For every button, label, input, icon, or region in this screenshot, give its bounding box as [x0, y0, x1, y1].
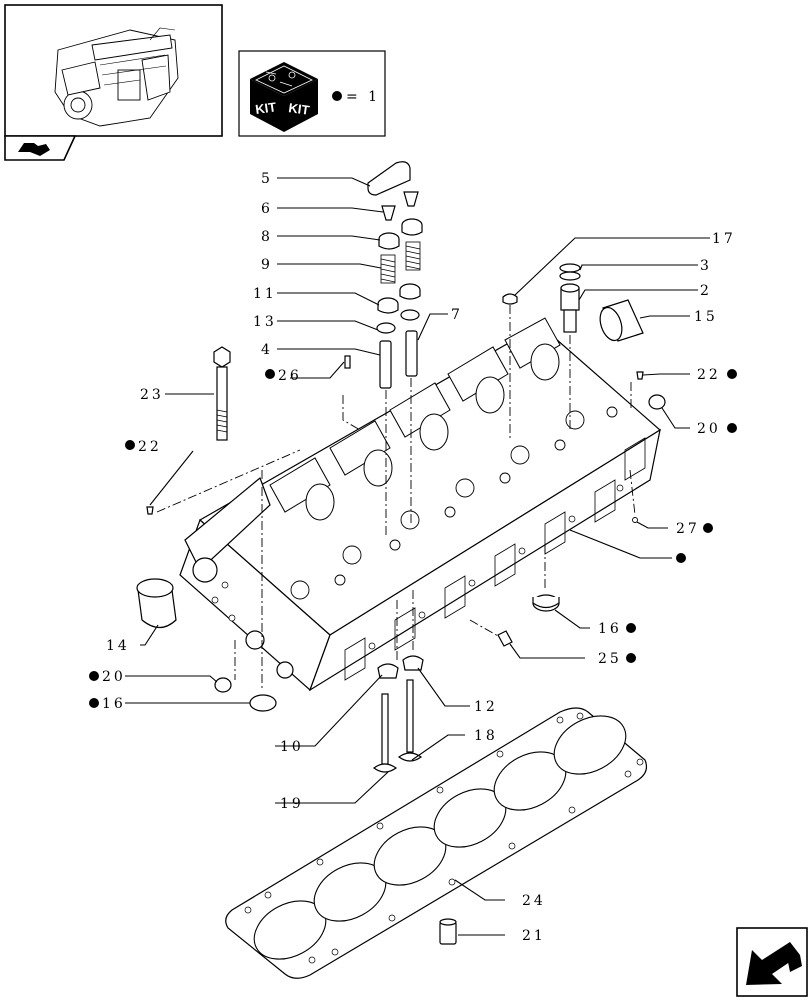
label-16-left: 16 — [102, 696, 126, 712]
label-24: 24 — [522, 893, 546, 909]
cylinder-head-dot-icon — [676, 553, 686, 563]
label-20-right: 20 — [697, 421, 721, 437]
label-13: 13 — [253, 314, 277, 330]
label-19: 19 — [280, 796, 304, 812]
cylinder-head — [179, 317, 662, 692]
label-4: 4 — [261, 342, 273, 358]
label-20-left: 20 — [102, 669, 126, 685]
label-16-right: 16 — [598, 621, 622, 637]
label-18: 18 — [474, 728, 498, 744]
kit-legend: KIT KIT = 1 — [238, 50, 386, 137]
label-22-right: 22 — [697, 367, 721, 383]
kit-dot-icon — [332, 91, 342, 101]
kit-label-right: KIT — [288, 100, 311, 118]
label-20-right-dot-icon — [727, 423, 737, 433]
label-5: 5 — [261, 171, 273, 187]
label-16-left-dot-icon — [89, 698, 99, 708]
label-10: 10 — [280, 739, 304, 755]
label-22-right-dot-icon — [727, 369, 737, 379]
label-11: 11 — [253, 286, 277, 302]
label-7: 7 — [451, 307, 463, 323]
leader-lines — [125, 177, 710, 936]
label-12: 12 — [474, 699, 498, 715]
label-20-left-dot-icon — [89, 671, 99, 681]
label-2: 2 — [700, 283, 712, 299]
label-26: 26 — [278, 368, 302, 384]
label-16-right-dot-icon — [626, 623, 636, 633]
callout-labels: 5 6 8 9 11 13 4 7 17 3 2 15 23 26 22 22 … — [89, 171, 737, 944]
label-23: 23 — [140, 387, 164, 403]
next-page-button[interactable] — [736, 927, 808, 997]
label-6: 6 — [261, 201, 273, 217]
valvetrain-parts — [136, 161, 666, 945]
label-26-dot-icon — [265, 369, 275, 379]
label-25: 25 — [598, 651, 622, 667]
engine-thumbnail — [4, 4, 223, 161]
label-8: 8 — [261, 229, 273, 245]
label-21: 21 — [522, 928, 546, 944]
label-14: 14 — [106, 638, 130, 654]
label-9: 9 — [261, 257, 273, 273]
kit-icon: KIT KIT — [250, 62, 318, 132]
label-22-left-dot-icon — [125, 440, 135, 450]
head-gasket — [225, 707, 648, 979]
label-27-dot-icon — [703, 523, 713, 533]
label-25-dot-icon — [626, 653, 636, 663]
label-3: 3 — [700, 258, 712, 274]
kit-label-left: KIT — [254, 99, 277, 117]
alignment-lines — [156, 305, 636, 690]
arrow-down-left-icon — [746, 942, 800, 985]
kit-equals-text: = 1 — [346, 89, 380, 105]
label-15: 15 — [694, 309, 718, 325]
label-27: 27 — [676, 521, 700, 537]
label-22-left: 22 — [138, 439, 162, 455]
label-17: 17 — [712, 231, 736, 247]
